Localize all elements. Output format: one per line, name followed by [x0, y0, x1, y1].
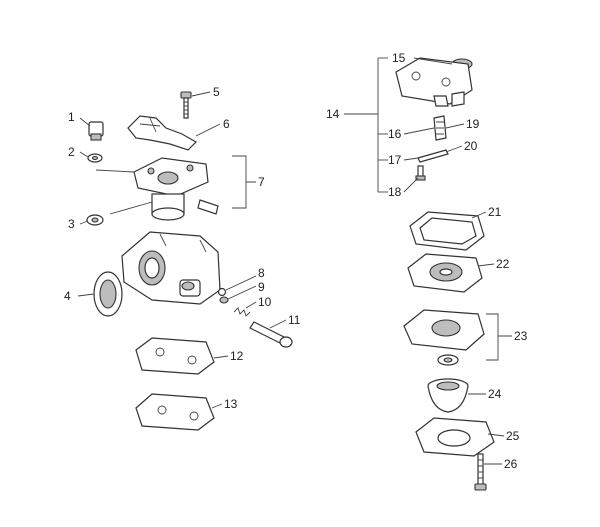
part-11-adjust-screw [249, 321, 293, 348]
callout-17: 17 [388, 153, 402, 167]
part-9-washer [219, 296, 229, 304]
pump-cover [395, 57, 473, 107]
part-23-metering-body [403, 309, 485, 366]
callout-11: 11 [288, 313, 301, 327]
callout-25: 25 [506, 429, 520, 443]
part-21-gasket [409, 211, 485, 251]
part-10-spring [233, 307, 251, 317]
callout-14: 14 [326, 107, 340, 121]
part-25-retainer-plate [415, 417, 495, 457]
callout-8: 8 [258, 266, 265, 280]
part-1-plug [88, 121, 104, 141]
part-8-o-ring [217, 287, 227, 297]
callout-24: 24 [488, 387, 502, 401]
part-12-gasket [135, 337, 215, 375]
callout-19: 19 [466, 117, 480, 131]
callout-2: 2 [68, 145, 75, 159]
callout-21: 21 [488, 205, 502, 219]
callout-26: 26 [504, 457, 518, 471]
callout-13: 13 [224, 397, 238, 411]
callout-4: 4 [64, 289, 71, 303]
part-22-diaphragm [407, 253, 483, 293]
part-18-screw [415, 165, 426, 181]
part-3-ring [86, 214, 104, 226]
part-26-long-screw [474, 453, 487, 491]
part-24-primer-bulb [427, 378, 469, 413]
callout-9: 9 [258, 280, 265, 294]
callout-20: 20 [464, 139, 478, 153]
callout-23: 23 [514, 329, 528, 343]
part-6-lever-bracket [127, 115, 197, 151]
callout-1: 1 [68, 110, 75, 124]
callout-22: 22 [496, 257, 510, 271]
part-2-washer [87, 153, 103, 163]
callout-16: 16 [388, 127, 402, 141]
callout-7: 7 [258, 175, 265, 189]
part-13-diaphragm [135, 393, 215, 431]
part-4-flange-gasket [93, 271, 123, 317]
part-16-valve-arm [433, 115, 447, 141]
callout-5: 5 [213, 85, 220, 99]
part-7-upper-body [133, 157, 219, 221]
part-17-pivot-pin [417, 149, 449, 163]
callout-15: 15 [392, 51, 406, 65]
callout-3: 3 [68, 217, 75, 231]
part-5-screw [180, 91, 192, 119]
callout-18: 18 [388, 185, 402, 199]
callout-10: 10 [258, 295, 272, 309]
carburetor-main-body [121, 231, 221, 305]
callout-6: 6 [223, 117, 230, 131]
callout-12: 12 [230, 349, 244, 363]
